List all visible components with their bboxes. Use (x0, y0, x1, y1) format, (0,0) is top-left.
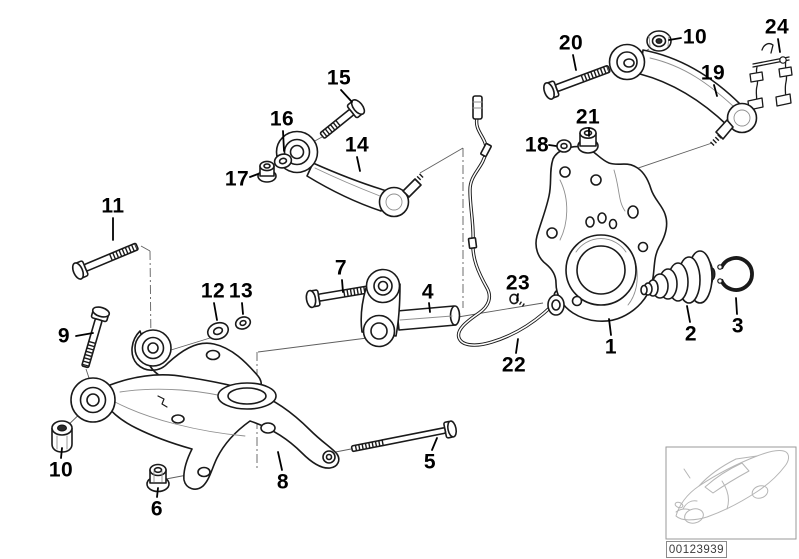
bolt-5-drawing (350, 420, 458, 453)
callout-23[interactable]: 23 (505, 271, 531, 295)
snap-ring-drawing (717, 256, 754, 292)
callout-14[interactable]: 14 (344, 133, 370, 157)
bolt-11-drawing (71, 242, 139, 280)
callout-16[interactable]: 16 (269, 107, 295, 131)
callout-6[interactable]: 6 (150, 497, 164, 521)
image-number-text: 00123939 (668, 543, 725, 556)
callout-ticks (60, 37, 781, 498)
bolt-7-drawing (305, 284, 373, 309)
bolt-20-drawing (543, 65, 611, 100)
callout-8[interactable]: 8 (276, 470, 290, 494)
washer-13-drawing (234, 316, 252, 330)
washer-10-top-drawing (646, 30, 672, 52)
washer-16-drawing (273, 153, 293, 169)
callout-1[interactable]: 1 (604, 335, 618, 359)
callout-10-left[interactable]: 10 (48, 458, 74, 482)
callout-7[interactable]: 7 (334, 256, 348, 280)
barrel-nut-10-drawing (51, 420, 73, 453)
image-number-box: 00123939 (666, 541, 727, 558)
car-inset (665, 446, 797, 540)
washer-12-drawing (206, 321, 230, 341)
bolt-9-drawing (81, 306, 111, 369)
callout-21[interactable]: 21 (575, 105, 601, 129)
callout-15[interactable]: 15 (326, 66, 352, 90)
lower-control-arm-drawing (70, 329, 340, 490)
callout-20[interactable]: 20 (558, 31, 584, 55)
callout-18[interactable]: 18 (524, 133, 550, 157)
callout-13[interactable]: 13 (228, 279, 254, 303)
upper-control-arm-drawing (608, 43, 758, 147)
callout-3[interactable]: 3 (731, 314, 745, 338)
cv-boot-drawing (640, 250, 716, 304)
callout-9[interactable]: 9 (57, 324, 71, 348)
callout-22[interactable]: 22 (501, 353, 527, 377)
bolt-15-drawing (319, 99, 366, 139)
wheel-carrier-drawing (535, 145, 668, 322)
callout-12[interactable]: 12 (200, 279, 226, 303)
integral-link-drawing (360, 268, 461, 348)
nut-21-drawing (577, 127, 599, 154)
nut-6-drawing (146, 463, 170, 493)
callout-10-right[interactable]: 10 (682, 25, 708, 49)
callout-24[interactable]: 24 (764, 15, 790, 39)
callout-4[interactable]: 4 (421, 280, 435, 304)
nut-17-drawing (257, 160, 277, 183)
callout-19[interactable]: 19 (700, 61, 726, 85)
callout-11[interactable]: 11 (101, 194, 125, 218)
callout-5[interactable]: 5 (423, 450, 437, 474)
callout-2[interactable]: 2 (684, 322, 698, 346)
harness-bracket-drawing (747, 43, 793, 111)
washer-18-drawing (556, 139, 572, 153)
callout-17[interactable]: 17 (224, 167, 250, 191)
